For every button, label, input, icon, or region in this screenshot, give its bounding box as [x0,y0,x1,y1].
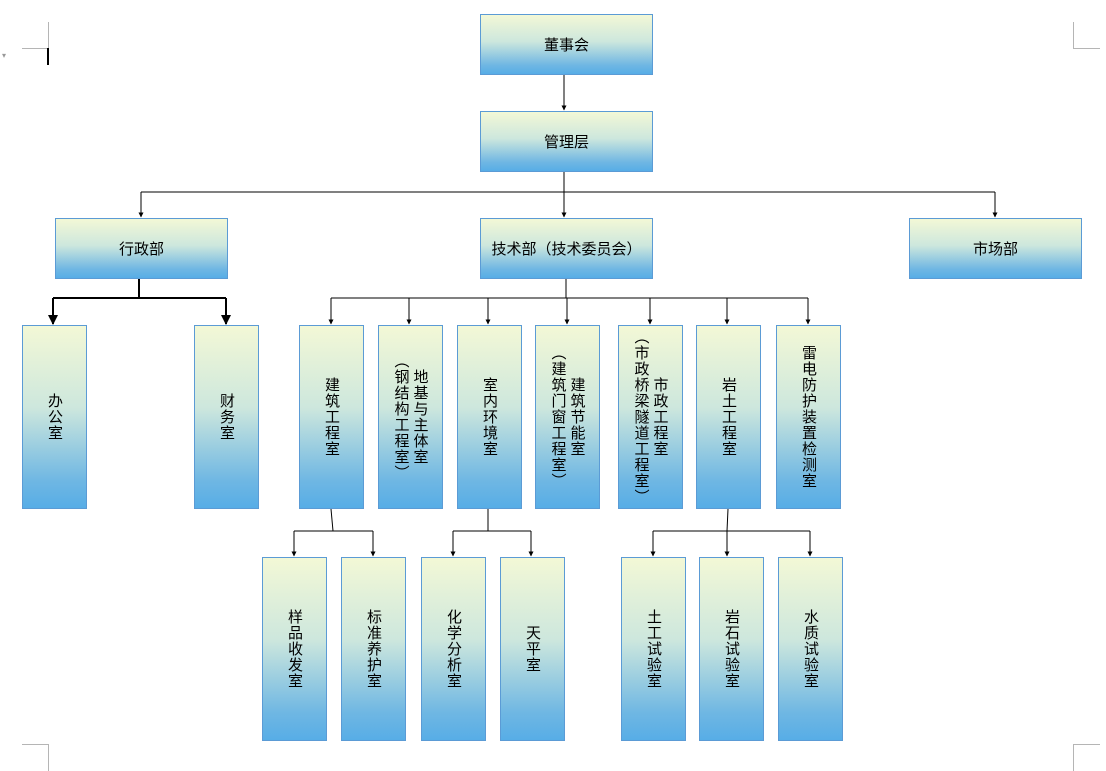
chemical-label: 化学分析室 [445,609,463,689]
steel-label-line2: （钢结构工程室） [392,353,411,481]
rock-label: 岩石试验室 [723,609,741,689]
page-corner-mark-bottom-right [1073,744,1100,771]
admin-dept-label: 行政部 [118,240,164,258]
page-corner-mark-top-left [22,22,49,49]
connector-building-trunk [330,508,334,532]
board-label: 董事会 [543,36,589,54]
admin-dept-box[interactable]: 行政部 [55,218,228,279]
management-box[interactable]: 管理层 [480,111,653,172]
text-cursor [47,48,49,65]
collapse-caret-icon[interactable]: ▾ [2,51,7,60]
indoor-box[interactable]: 室内环境室 [457,325,522,509]
technical-dept-box[interactable]: 技术部（技术委员会） [480,218,653,279]
finance-box[interactable]: 财务室 [194,325,259,509]
sample-box[interactable]: 样品收发室 [262,557,327,741]
curing-label: 标准养护室 [365,609,383,689]
steel-box[interactable]: 地基与主体室 （钢结构工程室） [378,325,443,509]
lightning-box[interactable]: 雷电防护装置检测室 [776,325,841,509]
rock-box[interactable]: 岩石试验室 [699,557,764,741]
technical-dept-label: 技术部（技术委员会） [491,240,642,258]
chemical-box[interactable]: 化学分析室 [421,557,486,741]
energy-label-line1: 建筑节能室 [568,377,587,457]
energy-box[interactable]: 建筑节能室 （建筑门窗工程室） [535,325,600,509]
geotech-box[interactable]: 岩土工程室 [696,325,761,509]
connector-geotech-trunk [726,508,729,532]
balance-box[interactable]: 天平室 [500,557,565,741]
water-box[interactable]: 水质试验室 [778,557,843,741]
geotech-label: 岩土工程室 [720,377,738,457]
page-corner-mark-top-right [1073,22,1100,49]
municipal-label-line1: 市政工程室 [651,377,670,457]
office-label: 办公室 [46,393,64,441]
steel-label-line1: 地基与主体室 [411,369,430,465]
curing-box[interactable]: 标准养护室 [341,557,406,741]
sample-label: 样品收发室 [286,609,304,689]
page-corner-mark-bottom-left [22,744,49,771]
water-label: 水质试验室 [802,609,820,689]
indoor-label: 室内环境室 [481,377,499,457]
lightning-label: 雷电防护装置检测室 [800,345,818,489]
soil-box[interactable]: 土工试验室 [621,557,686,741]
balance-label: 天平室 [524,625,542,673]
energy-label-line2: （建筑门窗工程室） [549,345,568,489]
building-box[interactable]: 建筑工程室 [299,325,364,509]
market-dept-label: 市场部 [972,240,1018,258]
board-box[interactable]: 董事会 [480,14,653,75]
management-label: 管理层 [543,133,589,151]
finance-label: 财务室 [218,393,236,441]
soil-label: 土工试验室 [645,609,663,689]
municipal-label-line2: （市政桥梁隧道工程室） [632,329,651,505]
office-box[interactable]: 办公室 [22,325,87,509]
market-dept-box[interactable]: 市场部 [909,218,1082,279]
building-label: 建筑工程室 [323,377,341,457]
municipal-box[interactable]: 市政工程室 （市政桥梁隧道工程室） [618,325,683,509]
